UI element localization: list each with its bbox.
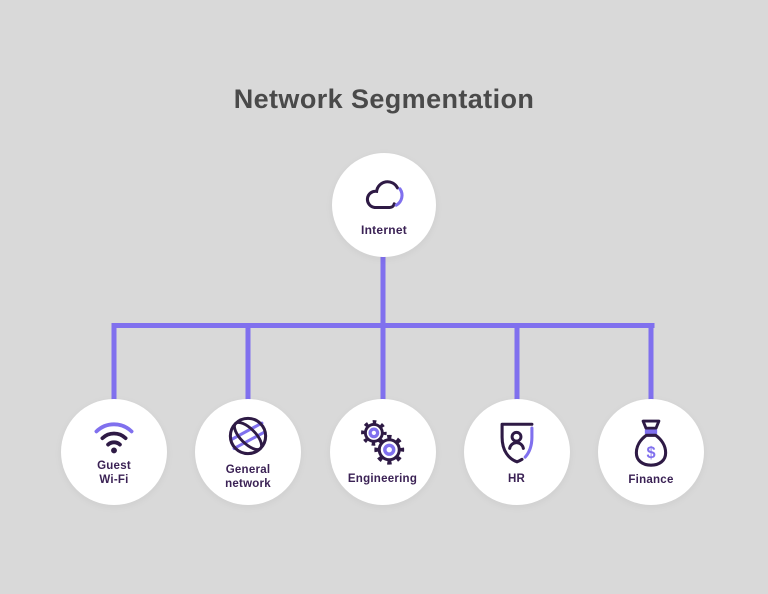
node-hr: HR <box>463 399 570 505</box>
node-engineering: Engineering <box>329 399 436 505</box>
node-label: Internet <box>360 222 407 237</box>
node-label: HR <box>507 472 526 485</box>
node-label: Finance <box>628 473 674 486</box>
svg-text:$: $ <box>646 444 655 462</box>
money-bag-icon: $ <box>634 419 668 467</box>
gears-icon <box>360 419 404 465</box>
cloud-icon <box>365 180 404 209</box>
node-guest-wifi: Guest Wi-Fi <box>61 399 167 505</box>
node-internet: Internet <box>332 153 436 257</box>
node-label: General network <box>225 463 271 490</box>
shield-user-icon <box>500 422 533 464</box>
node-finance: $ Finance <box>598 399 704 505</box>
page-title: Network Segmentation <box>233 84 535 114</box>
node-label: Guest Wi-Fi <box>97 459 131 486</box>
node-general-network: General network <box>195 399 301 505</box>
node-label: Engineering <box>347 472 418 485</box>
globe-icon <box>228 416 268 456</box>
wifi-icon <box>94 422 134 454</box>
